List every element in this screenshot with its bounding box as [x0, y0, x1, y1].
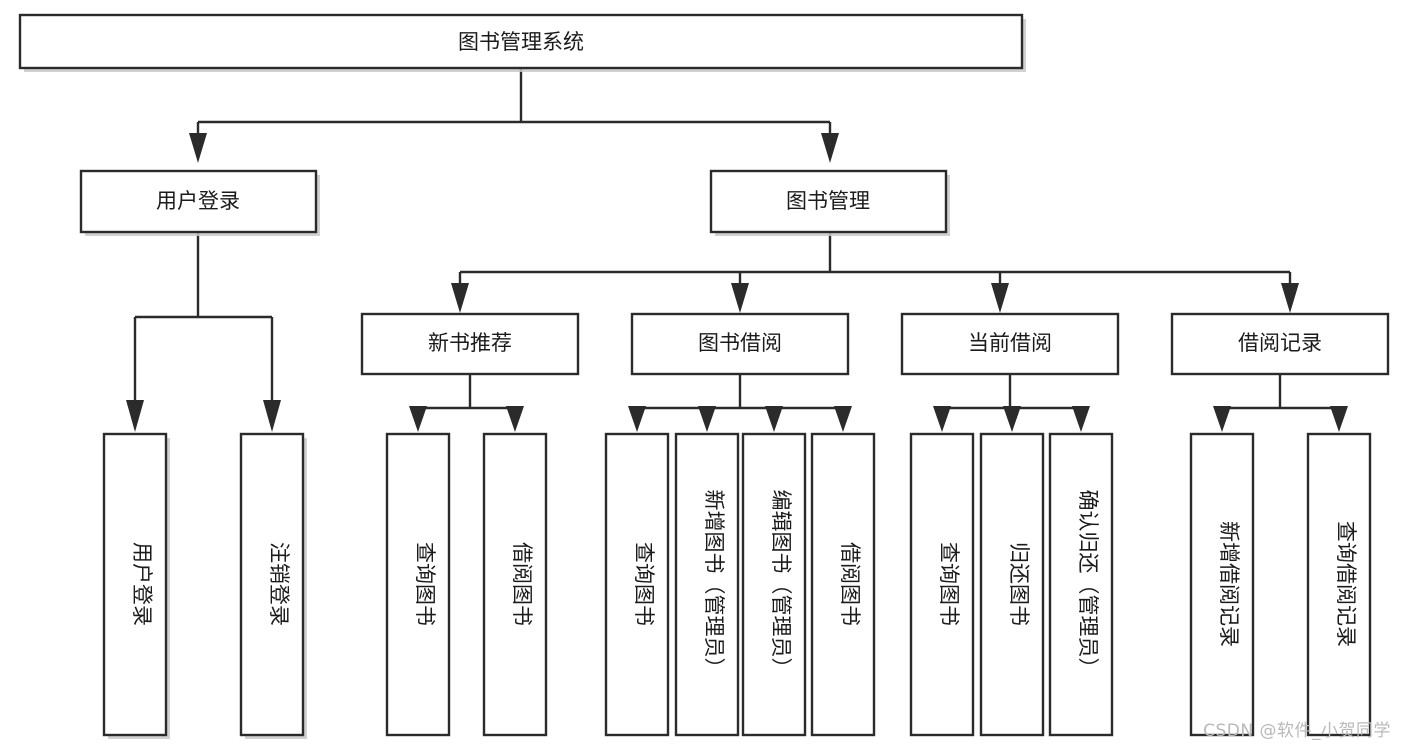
node-leaf-add-record-label: 新增借阅记录 [1217, 521, 1241, 647]
node-leaf-user-login-label: 用户登录 [130, 542, 154, 626]
csdn-watermark: CSDN @软件_小贺同学 [1203, 721, 1391, 741]
node-leaf-confirm-return-label: 确认归还（管理员） [1076, 490, 1100, 679]
node-leaf-query-book-cur[interactable]: 查询图书 [909, 432, 975, 737]
arrow-head-borrow-record [1281, 283, 1299, 313]
arrow-head-book-management [821, 133, 839, 163]
node-book-borrow-label: 图书借阅 [698, 331, 782, 355]
node-leaf-return-book-label: 归还图书 [1007, 542, 1031, 626]
arrow-head-leaf-query-book-borrow [628, 406, 646, 432]
node-borrow-record-label: 借阅记录 [1238, 331, 1322, 355]
node-leaf-user-logout[interactable]: 注销登录 [239, 432, 307, 739]
node-user-login-label: 用户登录 [156, 189, 240, 213]
node-leaf-user-logout-label: 注销登录 [267, 542, 291, 626]
arrow-head-book-borrow [731, 283, 749, 313]
node-leaf-query-book-cur-label: 查询图书 [937, 542, 961, 626]
arrow-head-user-login [189, 133, 207, 163]
arrow-head-leaf-add-record [1213, 406, 1231, 432]
arrow-head-leaf-return-book [1003, 406, 1021, 432]
node-leaf-add-book-label: 新增图书（管理员） [702, 490, 726, 679]
arrow-head-leaf-edit-book [765, 406, 783, 432]
node-borrow-record[interactable]: 借阅记录 [1170, 312, 1390, 376]
node-leaf-query-book-rec-label: 查询图书 [413, 542, 437, 626]
node-leaf-confirm-return[interactable]: 确认归还（管理员） [1048, 432, 1114, 737]
node-new-book-recommend-label: 新书推荐 [428, 331, 512, 355]
node-root-label: 图书管理系统 [458, 30, 584, 54]
node-leaf-borrow-book-rec[interactable]: 借阅图书 [482, 432, 548, 737]
node-leaf-add-record[interactable]: 新增借阅记录 [1189, 432, 1255, 737]
node-current-borrow-label: 当前借阅 [968, 331, 1052, 355]
arrow-head-current-borrow [991, 283, 1009, 313]
node-book-management-label: 图书管理 [786, 189, 870, 213]
node-current-borrow[interactable]: 当前借阅 [900, 312, 1120, 376]
node-new-book-recommend[interactable]: 新书推荐 [360, 312, 580, 376]
node-book-borrow[interactable]: 图书借阅 [630, 312, 850, 376]
node-book-management[interactable]: 图书管理 [709, 169, 950, 236]
node-user-login[interactable]: 用户登录 [79, 169, 320, 236]
node-leaf-query-record-label: 查询借阅记录 [1334, 521, 1358, 647]
node-leaf-add-book[interactable]: 新增图书（管理员） [674, 432, 740, 737]
arrow-head-leaf-confirm-return [1072, 406, 1090, 432]
node-leaf-query-book-rec[interactable]: 查询图书 [385, 432, 451, 737]
node-leaf-query-book-borrow[interactable]: 查询图书 [604, 432, 670, 737]
node-leaf-edit-book[interactable]: 编辑图书（管理员） [741, 432, 807, 737]
arrow-head-leaf-query-book-cur [933, 406, 951, 432]
node-leaf-query-record[interactable]: 查询借阅记录 [1306, 432, 1372, 737]
arrow-head-leaf-borrow-book [834, 406, 852, 432]
arrow-head-leaf-query-record [1330, 406, 1348, 432]
arrow-head-leaf-user-logout [263, 400, 281, 432]
arrow-head-leaf-query-book-rec [409, 406, 427, 432]
node-leaf-borrow-book-rec-label: 借阅图书 [510, 542, 534, 626]
node-leaf-edit-book-label: 编辑图书（管理员） [769, 490, 793, 679]
arrow-head-leaf-add-book [698, 406, 716, 432]
node-leaf-return-book[interactable]: 归还图书 [979, 432, 1045, 737]
arrow-head-leaf-borrow-book-rec [506, 406, 524, 432]
connector-layer [126, 68, 1348, 432]
arrow-head-leaf-user-login [126, 400, 144, 432]
arrow-head-new-book-recommend [451, 283, 469, 313]
node-leaf-user-login[interactable]: 用户登录 [102, 432, 170, 739]
node-leaf-borrow-book-label: 借阅图书 [838, 542, 862, 626]
node-root[interactable]: 图书管理系统 [18, 13, 1026, 72]
node-leaf-borrow-book[interactable]: 借阅图书 [810, 432, 876, 737]
node-leaf-query-book-borrow-label: 查询图书 [632, 542, 656, 626]
